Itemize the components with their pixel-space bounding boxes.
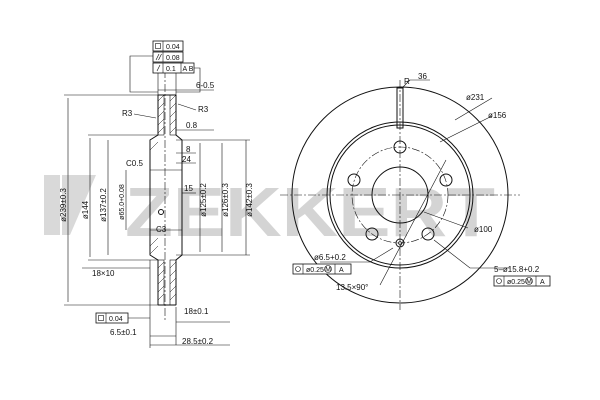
dimension-28-5: 28.5±0.2: [182, 337, 214, 346]
radius-top-right: R3: [198, 105, 209, 114]
datum-m-circle-2: [525, 277, 533, 285]
datum-m-circle: [324, 265, 332, 273]
runout-icon: [156, 64, 161, 72]
diameter-65: ø65.0+0.08: [119, 184, 126, 220]
dimension-8: 8: [186, 145, 191, 154]
brand-watermark: ZEKKERT: [44, 173, 495, 251]
radius-top-left: R3: [122, 109, 133, 118]
friction-plate-right-top: [169, 94, 177, 136]
tolerance-leader-left: [129, 55, 158, 93]
diameter-137: ø137±0.2: [99, 188, 108, 222]
bolt-hole-5: [347, 173, 361, 187]
small-hole-position: ø0.25: [306, 267, 324, 274]
flatness-box: [152, 40, 184, 52]
dimension-24: 24: [182, 155, 191, 164]
runout-value: 0.1: [166, 66, 176, 73]
section-view: 0.04 0.08 0.1 A B 6-0.5 R3 R3 0.8 8 24 C…: [59, 40, 254, 348]
bolt-hole-3: [421, 227, 435, 241]
position-icon: [295, 266, 301, 272]
flat-icon: [98, 315, 104, 321]
dimension-15: 15: [184, 184, 193, 193]
friction-plate-left-top: [157, 94, 165, 136]
datum-m-2: M: [526, 279, 532, 286]
watermark-brand-text: ZEKKERT: [125, 173, 495, 251]
tolerance-frame: 0.04 0.08 0.1 A B: [129, 40, 201, 93]
watermark-logo-bar: [44, 175, 60, 235]
radius-r-label: R: [404, 77, 410, 86]
parallel-value: 0.08: [166, 55, 180, 62]
datum-a: A: [339, 267, 344, 274]
bolt-hole-marker: [158, 209, 164, 215]
large-holes-spec: 5–ø15.8+0.2: [494, 265, 540, 274]
chamfer-c3: C3: [156, 225, 167, 234]
parallel-box: [152, 51, 184, 63]
front-view: R 36 ø231 ø156 ø100 ø6.5+0.2 ø0.25 M A 1…: [280, 72, 551, 310]
section-dimension-lines: [64, 70, 250, 348]
large-holes-position-frame: [493, 275, 551, 287]
tolerance-leader-right: [176, 67, 201, 93]
diameter-125: ø125±0.2: [199, 183, 208, 217]
chamfer-c0-5: C0.5: [126, 159, 143, 168]
bolt-hole-4: [365, 227, 379, 241]
diameter-156: ø156: [488, 111, 507, 120]
diameter-231: ø231: [466, 93, 485, 102]
datum-m: M: [325, 267, 331, 274]
flatness-icon: [155, 43, 161, 49]
large-holes-position: ø0.25: [507, 279, 525, 286]
watermark-logo-slash: [62, 175, 96, 235]
friction-plate-right-bottom: [169, 259, 177, 306]
diameter-142: ø142±0.3: [245, 183, 254, 217]
datum-a-2: A: [540, 279, 545, 286]
diameter-239: ø239±0.3: [59, 188, 68, 222]
vent-spec: 18×10: [92, 269, 115, 278]
angle-spec: 13.5×90°: [336, 283, 368, 292]
dimension-36: 36: [418, 72, 427, 81]
diameter-100: ø100: [474, 225, 493, 234]
friction-plate-left-bottom: [157, 259, 165, 306]
bolt-hole-1: [393, 140, 407, 154]
dimension-6-5: 6.5±0.1: [110, 328, 137, 337]
thickness-tolerance: 6-0.5: [196, 81, 215, 90]
small-hole-spec: ø6.5+0.2: [314, 253, 346, 262]
offset-0-8: 0.8: [186, 121, 198, 130]
front-leaders: [320, 79, 510, 286]
flatness-value: 0.04: [166, 44, 180, 51]
section-hatching: [149, 94, 177, 301]
runout-datum: A B: [183, 66, 194, 73]
vent-slot: [396, 87, 404, 129]
dimension-18: 18±0.1: [184, 307, 209, 316]
parallel-icon: [155, 53, 160, 61]
diameter-144: ø144: [81, 200, 90, 219]
position-icon-2: [496, 278, 502, 284]
bolt-hole-2: [439, 173, 453, 187]
flat-value: 0.04: [109, 316, 123, 323]
small-hole-position-frame: [292, 263, 352, 275]
diameter-126: ø126±0.3: [221, 183, 230, 217]
